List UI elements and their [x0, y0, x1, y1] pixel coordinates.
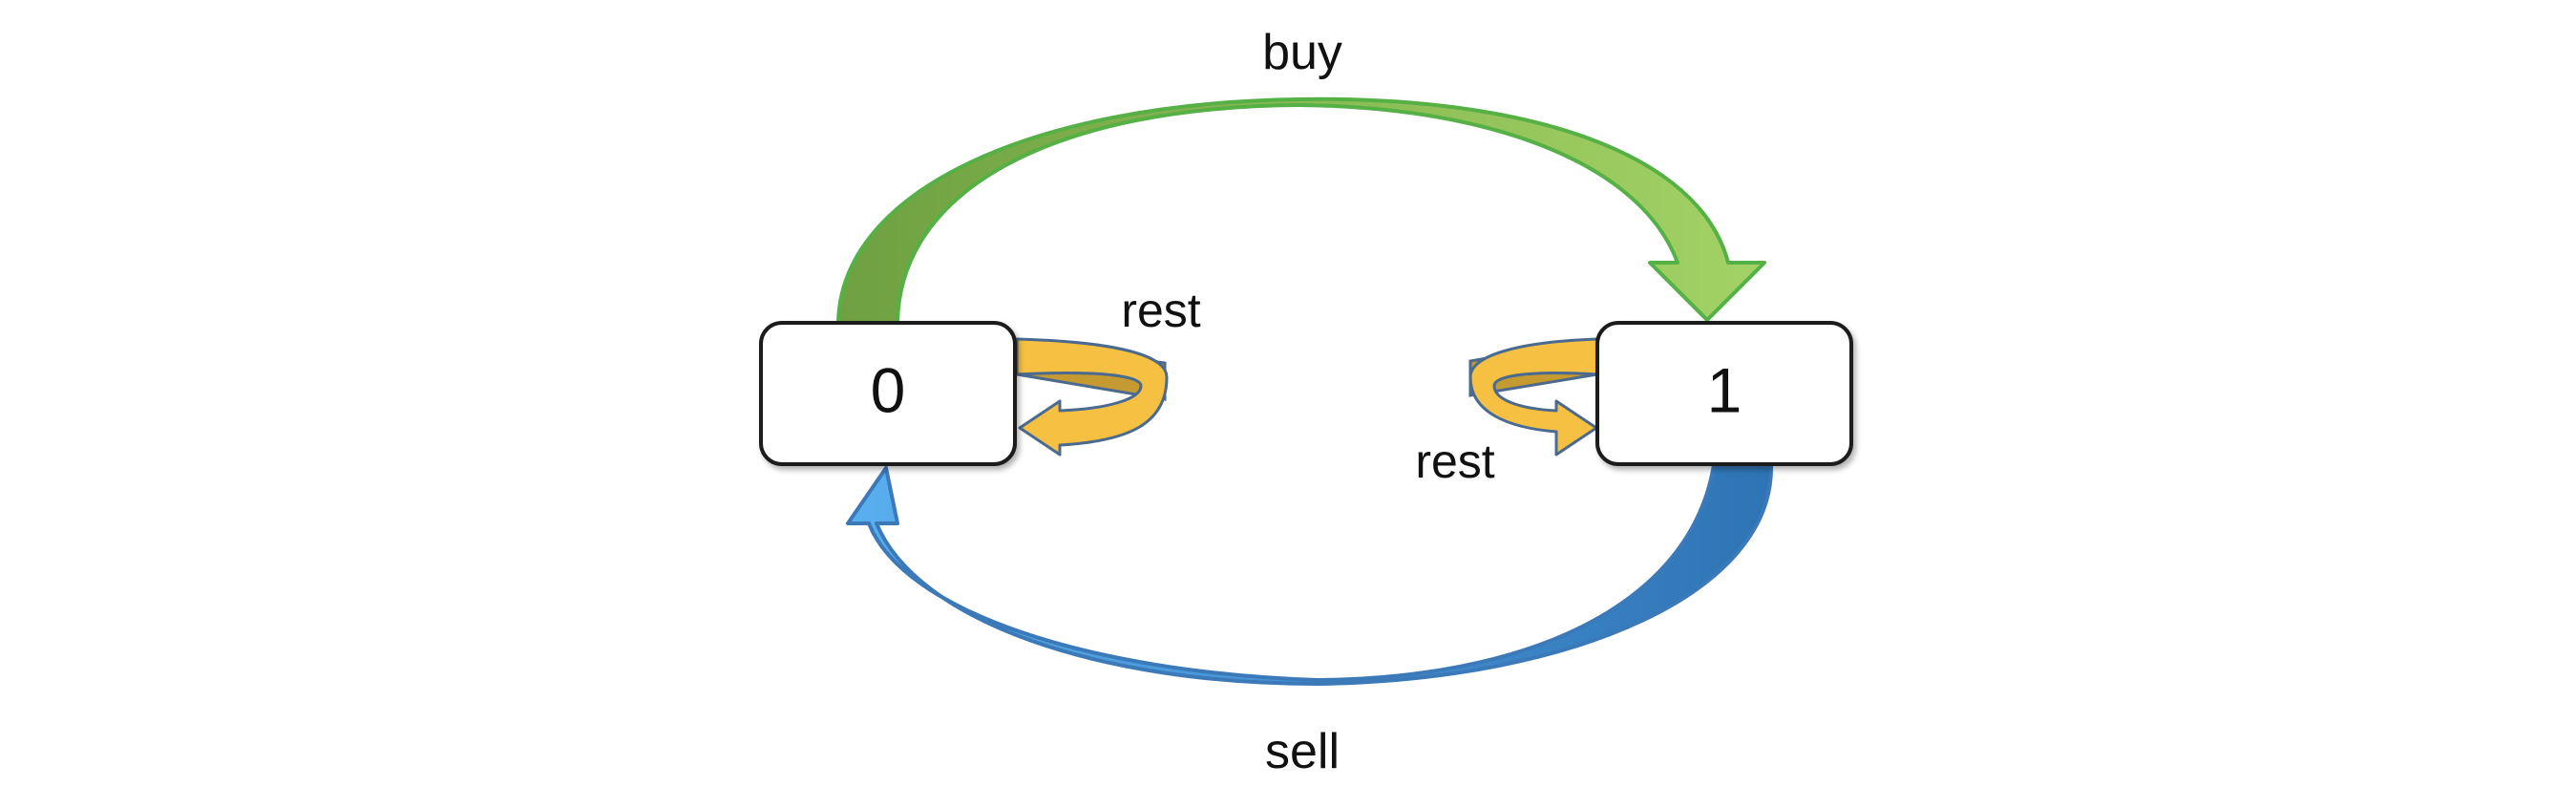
state-node-1: 1	[1595, 321, 1853, 466]
state-label-1: 1	[1707, 354, 1742, 425]
buy-arrow	[836, 96, 1766, 325]
state-label-0: 0	[871, 354, 906, 425]
rest-label-0: rest	[1121, 284, 1200, 337]
buy-label: buy	[1262, 25, 1342, 80]
sell-arrow	[846, 463, 1774, 686]
rest-loop-0	[1015, 337, 1169, 457]
state-node-0: 0	[759, 321, 1017, 466]
rest-loop-1	[1468, 337, 1599, 457]
sell-label: sell	[1265, 724, 1340, 779]
rest-label-1: rest	[1415, 435, 1494, 488]
